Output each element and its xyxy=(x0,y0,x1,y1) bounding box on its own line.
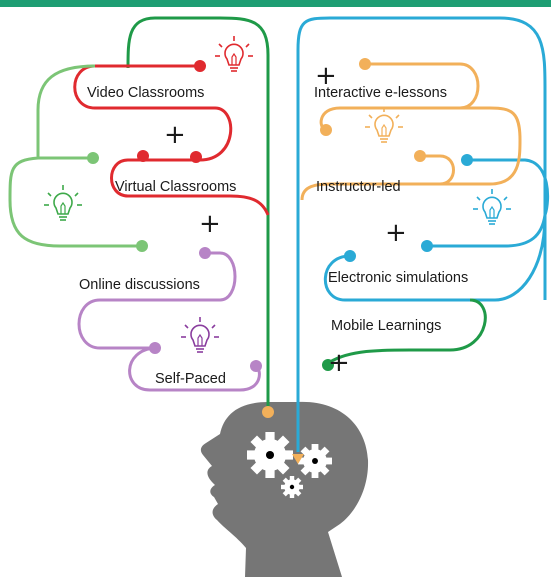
plus-sign: + xyxy=(315,61,337,91)
label-video-classrooms: Video Classrooms xyxy=(87,85,204,101)
blue-connector-line xyxy=(323,158,550,302)
arrow-tip xyxy=(292,454,304,464)
plus-sign: + xyxy=(199,209,221,239)
label-virtual-classrooms: Virtual Classrooms xyxy=(115,179,236,195)
label-instructor-led: Instructor-led xyxy=(316,179,401,195)
lightbulb-icon xyxy=(180,316,220,353)
plus-sign: + xyxy=(164,120,186,150)
lightbulb-icon xyxy=(472,188,512,225)
top-bar xyxy=(0,0,551,7)
blue-dot xyxy=(344,250,356,262)
light-green-dot xyxy=(136,240,148,252)
dark-green-dot xyxy=(322,359,334,371)
label-online-discussions: Online discussions xyxy=(79,277,200,293)
red-dot xyxy=(194,60,206,72)
orange-dot xyxy=(262,406,274,418)
lightbulb-icon xyxy=(43,184,83,221)
orange-dot xyxy=(414,150,426,162)
blue-stem-line xyxy=(296,16,547,452)
mobile-green-connector-line xyxy=(329,298,487,364)
orange-connector-line xyxy=(300,62,522,201)
purple-connector-line xyxy=(77,251,261,392)
plus-sign: + xyxy=(385,218,407,248)
blue-dot xyxy=(461,154,473,166)
red-dot xyxy=(190,151,202,163)
gear-icon xyxy=(247,432,293,478)
label-interactive-e-lessons: Interactive e-lessons xyxy=(314,85,447,101)
purple-dot xyxy=(149,342,161,354)
plus-sign: + xyxy=(328,348,350,378)
gear-icon xyxy=(281,476,303,498)
label-mobile-learnings: Mobile Learnings xyxy=(331,318,441,334)
red-dot xyxy=(137,150,149,162)
orange-dot xyxy=(359,58,371,70)
lightbulb-icon xyxy=(364,106,404,143)
label-electronic-simulations: Electronic simulations xyxy=(328,270,468,286)
purple-dot xyxy=(199,247,211,259)
label-self-paced: Self-Paced xyxy=(155,371,226,387)
green-stem-line xyxy=(126,16,270,412)
light-green-connector-line xyxy=(8,64,142,248)
head-silhouette xyxy=(200,401,369,577)
lightbulb-icon xyxy=(214,35,254,72)
gear-icon xyxy=(298,444,332,478)
light-green-dot xyxy=(87,152,99,164)
purple-dot xyxy=(250,360,262,372)
blue-dot xyxy=(421,240,433,252)
orange-dot xyxy=(320,124,332,136)
